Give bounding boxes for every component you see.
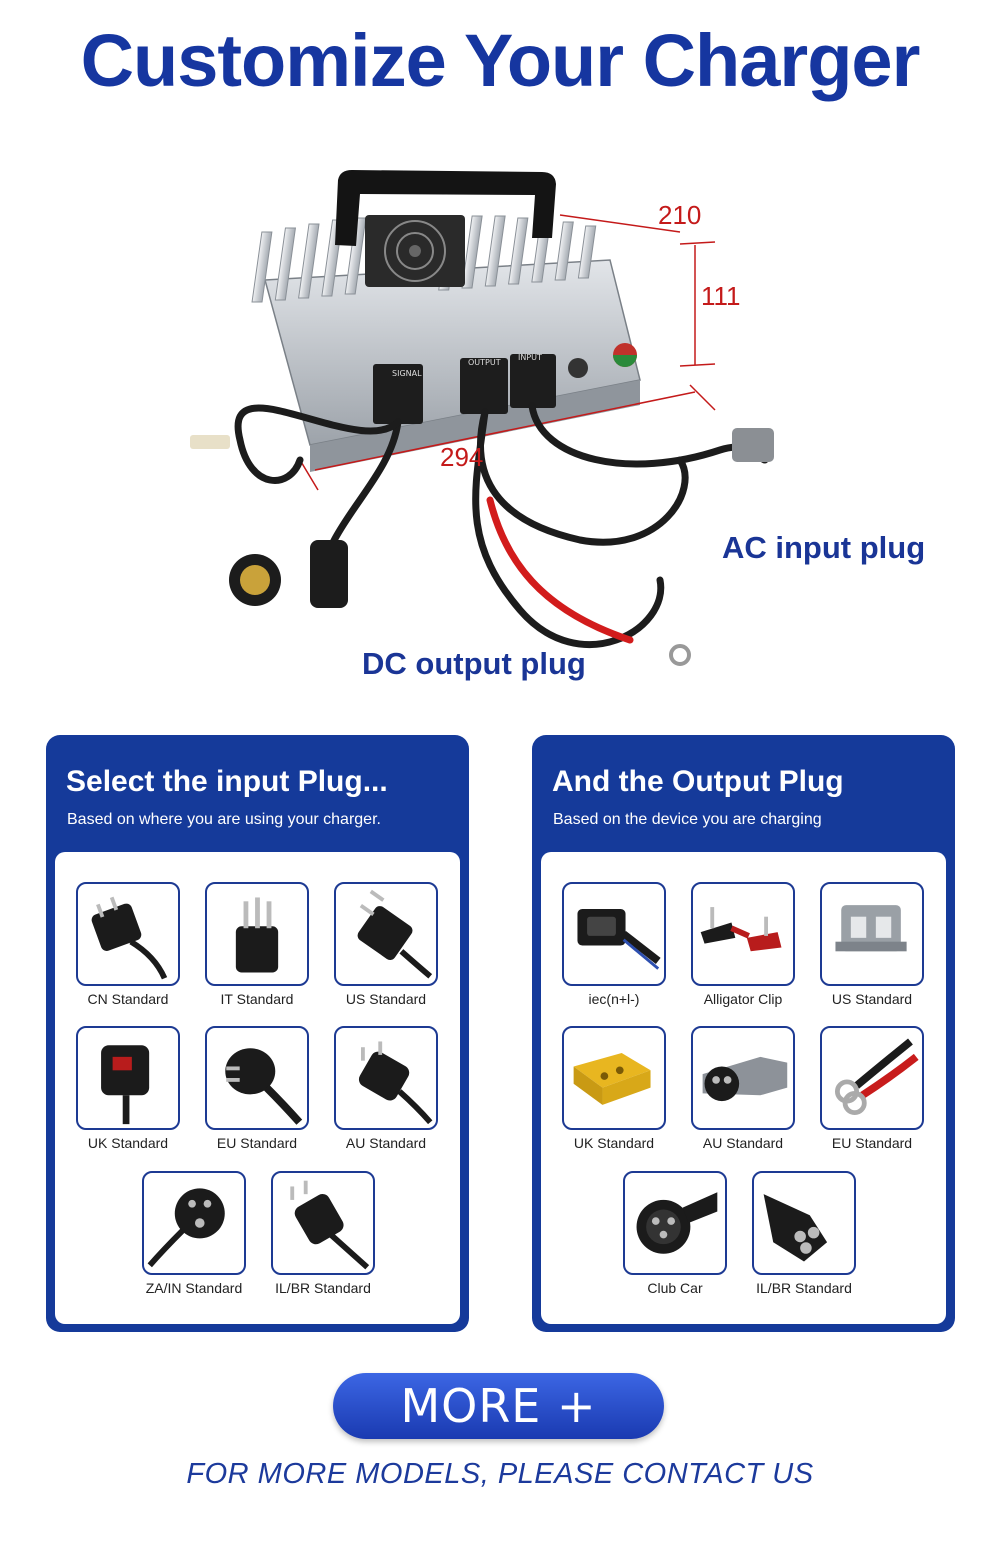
input-option-it[interactable]: IT Standard [205,882,309,1030]
output-option-label: IL/BR Standard [756,1280,852,1296]
more-button[interactable]: MORE + [333,1373,664,1439]
iec-connector-icon [562,882,666,986]
output-option-au[interactable]: AU Standard [691,1026,795,1174]
output-panel-subtitle: Based on the device you are charging [553,811,822,828]
output-option-us[interactable]: US Standard [820,882,924,1030]
it-plug-icon [205,882,309,986]
charger-illustration: SIGNAL OUTPUT INPUT [190,170,774,666]
port-signal-label: SIGNAL [392,369,422,378]
page-title: Customize Your Charger [80,19,921,102]
anderson-connector-icon [820,882,924,986]
input-option-label: ZA/IN Standard [145,1280,243,1296]
output-panel-title: And the Output Plug [552,765,844,798]
output-option-alligator[interactable]: Alligator Clip [691,882,795,1030]
il-br-plug-icon [271,1171,375,1275]
us-plug-icon [334,882,438,986]
input-option-label: US Standard [345,991,427,1007]
input-option-za-in[interactable]: ZA/IN Standard [142,1171,246,1319]
eu-plug-icon [205,1026,309,1130]
port-output-label: OUTPUT [468,358,501,367]
ac-input-callout: AC input plug [722,530,926,565]
contact-text: FOR MORE MODELS, PLEASE CONTACT US [186,1458,814,1490]
output-option-label: AU Standard [702,1135,784,1151]
input-option-label: EU Standard [216,1135,298,1151]
input-option-eu[interactable]: EU Standard [205,1026,309,1174]
output-option-label: iec(n+l-) [588,991,640,1007]
dc-output-callout: DC output plug [362,646,586,681]
output-option-il-br[interactable]: IL/BR Standard [752,1171,856,1319]
output-option-label: UK Standard [573,1135,655,1151]
output-option-iec[interactable]: iec(n+l-) [562,882,666,1030]
output-plug-panel: And the Output Plug Based on the device … [532,735,955,1332]
output-option-label: US Standard [831,991,913,1007]
input-panel-title: Select the input Plug... [66,765,388,798]
input-option-label: IL/BR Standard [275,1280,371,1296]
output-option-label: EU Standard [831,1135,913,1151]
input-option-label: AU Standard [345,1135,427,1151]
output-option-eu[interactable]: EU Standard [820,1026,924,1174]
width-dimension: 210 [658,200,702,230]
za-in-plug-icon [142,1171,246,1275]
cn-plug-icon [76,882,180,986]
length-dimension: 294 [440,442,484,472]
input-option-us[interactable]: US Standard [334,882,438,1030]
output-option-label: Club Car [647,1280,703,1296]
input-option-label: IT Standard [220,991,294,1007]
uk-plug-icon [76,1026,180,1130]
output-option-club-car[interactable]: Club Car [623,1171,727,1319]
il-br-dc-connector-icon [752,1171,856,1275]
height-dimension: 111 [701,281,741,311]
input-option-label: CN Standard [87,991,169,1007]
port-input-label: INPUT [518,353,542,362]
input-option-au[interactable]: AU Standard [334,1026,438,1174]
input-plug-grid: CN Standard IT Standard US Standard UK S… [55,852,460,1324]
club-car-connector-icon [623,1171,727,1275]
input-option-cn[interactable]: CN Standard [76,882,180,1030]
output-option-label: Alligator Clip [703,991,783,1007]
au-plug-icon [334,1026,438,1130]
output-option-uk[interactable]: UK Standard [562,1026,666,1174]
xt60-connector-icon [562,1026,666,1130]
ring-terminal-icon [820,1026,924,1130]
input-option-il-br[interactable]: IL/BR Standard [271,1171,375,1319]
input-option-uk[interactable]: UK Standard [76,1026,180,1174]
input-option-label: UK Standard [87,1135,169,1151]
alligator-clip-icon [691,882,795,986]
input-panel-subtitle: Based on where you are using your charge… [67,811,381,828]
charger-product-image: SIGNAL OUTPUT INPUT [160,160,780,700]
output-plug-grid: iec(n+l-) Alligator Clip US Standard UK … [541,852,946,1324]
input-plug-panel: Select the input Plug... Based on where … [46,735,469,1332]
au-dc-connector-icon [691,1026,795,1130]
